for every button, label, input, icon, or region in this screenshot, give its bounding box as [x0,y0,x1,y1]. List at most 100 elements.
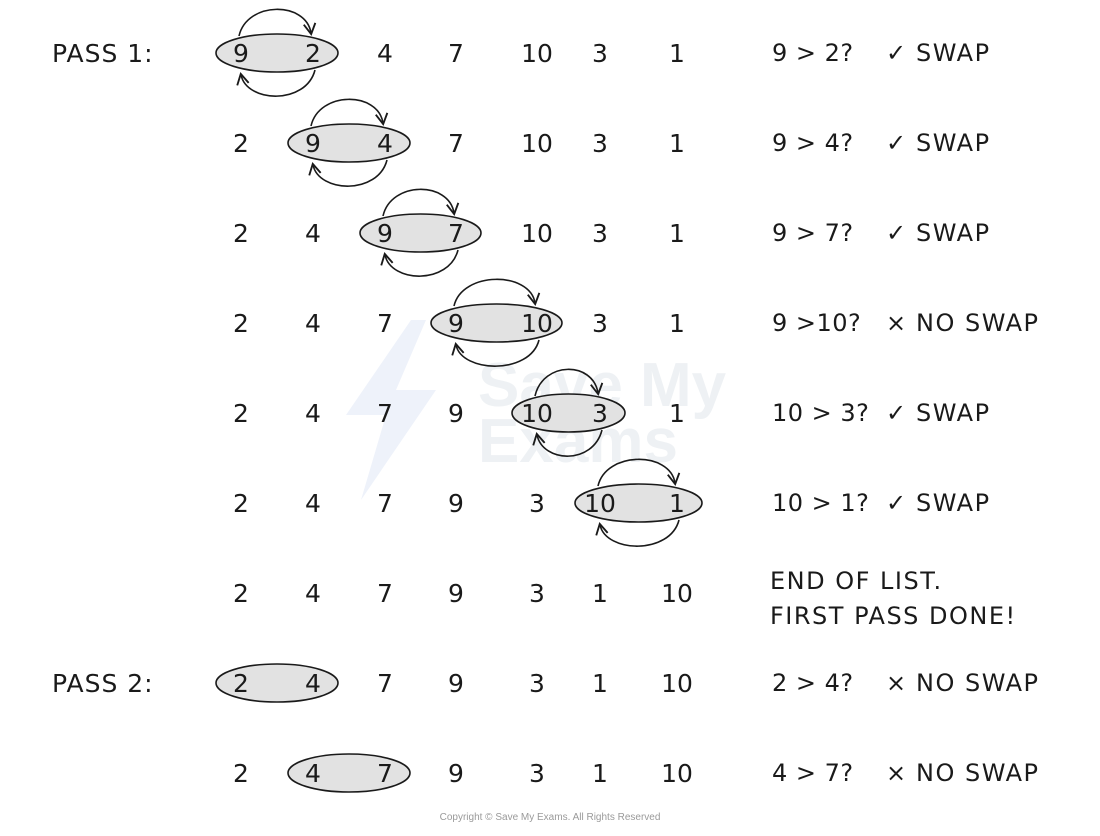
comparison-text: 9 >10? [772,309,862,337]
result-label: NO SWAP [916,669,1040,697]
list-value: 7 [377,669,393,698]
swap-arrow-left [236,69,316,97]
cross-icon: × [886,669,908,697]
list-value: 1 [669,39,685,68]
list-value: 1 [669,129,685,158]
list-value: 2 [233,489,249,518]
list-value: 7 [377,759,393,788]
list-value: 9 [448,489,464,518]
list-value: 10 [661,759,693,788]
list-value: 10 [584,489,616,518]
list-value: 9 [233,39,249,68]
swap-arrow-right [310,98,389,127]
list-value: 4 [305,309,321,338]
list-value: 9 [305,129,321,158]
comparison-text: 2 > 4? [772,669,854,697]
result-label: NO SWAP [916,309,1040,337]
list-value: 2 [305,39,321,68]
list-value: 3 [592,219,608,248]
list-value: 9 [448,579,464,608]
comparison-text: 4 > 7? [772,759,854,787]
list-value: 7 [377,309,393,338]
result-text: ×NO SWAP [886,761,1040,785]
result-text: ✓SWAP [886,401,991,425]
swap-arrow-left [595,519,680,547]
compare-pair-ellipse [511,393,626,433]
list-value: 4 [377,129,393,158]
list-value: 2 [233,399,249,428]
result-text: ✓ SWAP [886,41,991,65]
cross-icon: × [886,309,908,337]
pass-label: PASS 2: [52,669,154,698]
compare-pair-ellipse [215,33,339,73]
list-value: 3 [529,759,545,788]
list-value: 2 [233,219,249,248]
swap-arrow-right [453,278,541,307]
list-value: 10 [521,219,553,248]
list-value: 7 [377,399,393,428]
list-value: 10 [661,579,693,608]
list-value: 2 [233,579,249,608]
list-value: 1 [669,489,685,518]
end-of-pass-note: END OF LIST. FIRST PASS DONE! [770,564,1017,634]
result-label: SWAP [916,39,991,67]
list-value: 1 [669,309,685,338]
list-value: 1 [669,399,685,428]
swap-arrow-right [382,188,460,217]
result-label: SWAP [916,219,991,247]
list-value: 4 [305,759,321,788]
note-line: FIRST PASS DONE! [770,602,1017,630]
list-value: 10 [521,399,553,428]
result-text: ✓SWAP [886,491,991,515]
list-value: 4 [377,39,393,68]
swap-arrow-right [238,8,317,37]
result-text: ✓SWAP [886,221,991,245]
list-value: 7 [448,129,464,158]
list-value: 2 [233,309,249,338]
comparison-text: 9 > 2? [772,39,854,67]
list-value: 4 [305,219,321,248]
compare-pair-ellipse [215,663,339,703]
list-value: 2 [233,129,249,158]
comparison-text: 9 > 7? [772,219,854,247]
list-value: 4 [305,399,321,428]
copyright-notice: Copyright © Save My Exams. All Rights Re… [439,812,661,823]
swap-arrow-left [451,339,540,367]
list-value: 1 [592,579,608,608]
list-value: 10 [521,129,553,158]
result-text: × NO SWAP [886,311,1040,335]
list-value: 7 [448,39,464,68]
list-value: 3 [529,669,545,698]
result-text: × NO SWAP [886,671,1040,695]
check-icon: ✓ [886,39,908,67]
list-value: 9 [448,399,464,428]
list-value: 10 [521,309,553,338]
swap-arrow-right [534,368,604,397]
list-value: 3 [592,39,608,68]
compare-pair-ellipse [359,213,482,253]
swap-arrow-left [380,249,459,277]
compare-pair-ellipse [287,123,411,163]
list-value: 3 [529,579,545,608]
list-value: 1 [669,219,685,248]
list-value: 4 [305,579,321,608]
list-value: 3 [592,309,608,338]
compare-pair-ellipse [287,753,411,793]
list-value: 7 [448,219,464,248]
list-value: 4 [305,489,321,518]
list-value: 10 [521,39,553,68]
swap-arrow-left [308,159,388,187]
list-value: 9 [377,219,393,248]
list-value: 1 [592,759,608,788]
swap-arrow-right [597,458,681,487]
result-text: ✓SWAP [886,131,991,155]
list-value: 3 [592,399,608,428]
check-icon: ✓ [886,489,908,517]
list-value: 2 [233,669,249,698]
list-value: 2 [233,759,249,788]
compare-pair-ellipse [430,303,563,343]
note-line: END OF LIST. [770,567,943,595]
result-label: SWAP [916,129,991,157]
